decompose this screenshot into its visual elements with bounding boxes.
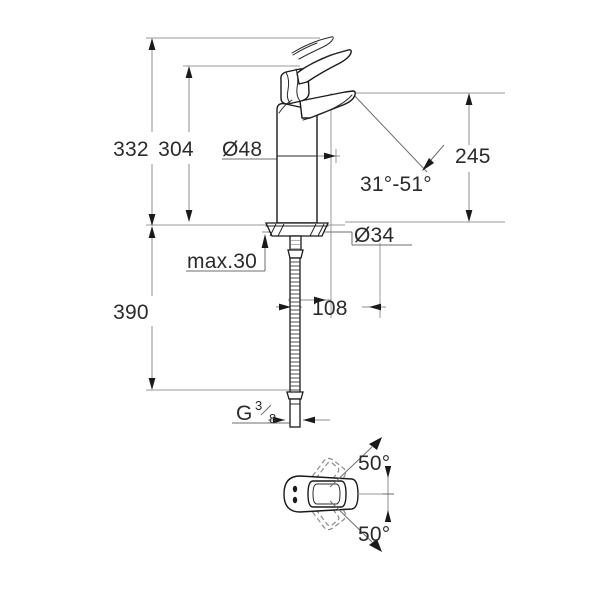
- swivel-ghost-lower: [302, 483, 347, 531]
- faucet-plan-view-drawing: 50° 50°: [283, 437, 394, 552]
- dimension-max30: max.30: [186, 234, 269, 273]
- dimension-304: 304: [158, 66, 194, 222]
- dimension-245: 245: [455, 93, 491, 222]
- swivel-ghost-upper: [302, 457, 347, 505]
- dimension-label-angle-31-51: 31°-51°: [360, 173, 432, 196]
- dimension-label-d48: Ø48: [222, 138, 262, 161]
- dimension-332: 332: [113, 38, 156, 226]
- dimension-label-304: 304: [158, 138, 194, 161]
- dimension-108: 108: [276, 297, 386, 320]
- dimension-label-390: 390: [113, 301, 149, 324]
- dimension-label-swivel-upper: 50°: [358, 452, 390, 475]
- faucet-elevation-drawing: [264, 36, 356, 428]
- dimension-label-332: 332: [113, 138, 149, 161]
- dimension-label-108: 108: [312, 297, 348, 320]
- dimension-label-max30: max.30: [187, 250, 257, 273]
- dimension-label-245: 245: [455, 145, 491, 168]
- dimension-label-g38-denominator: 8: [269, 411, 276, 426]
- dimension-label-g38-main: G: [236, 402, 252, 425]
- dimension-390: 390: [113, 226, 156, 390]
- dimension-label-d34: Ø34: [354, 224, 394, 247]
- dimension-label-g38-numerator: 3: [255, 398, 262, 413]
- dimension-thread-g38: G 3 8: [232, 398, 330, 426]
- dimension-angle-31-51: 31°-51°: [288, 92, 445, 304]
- extension-lines-group: [146, 37, 505, 391]
- dimension-label-swivel-lower: 50°: [358, 523, 390, 546]
